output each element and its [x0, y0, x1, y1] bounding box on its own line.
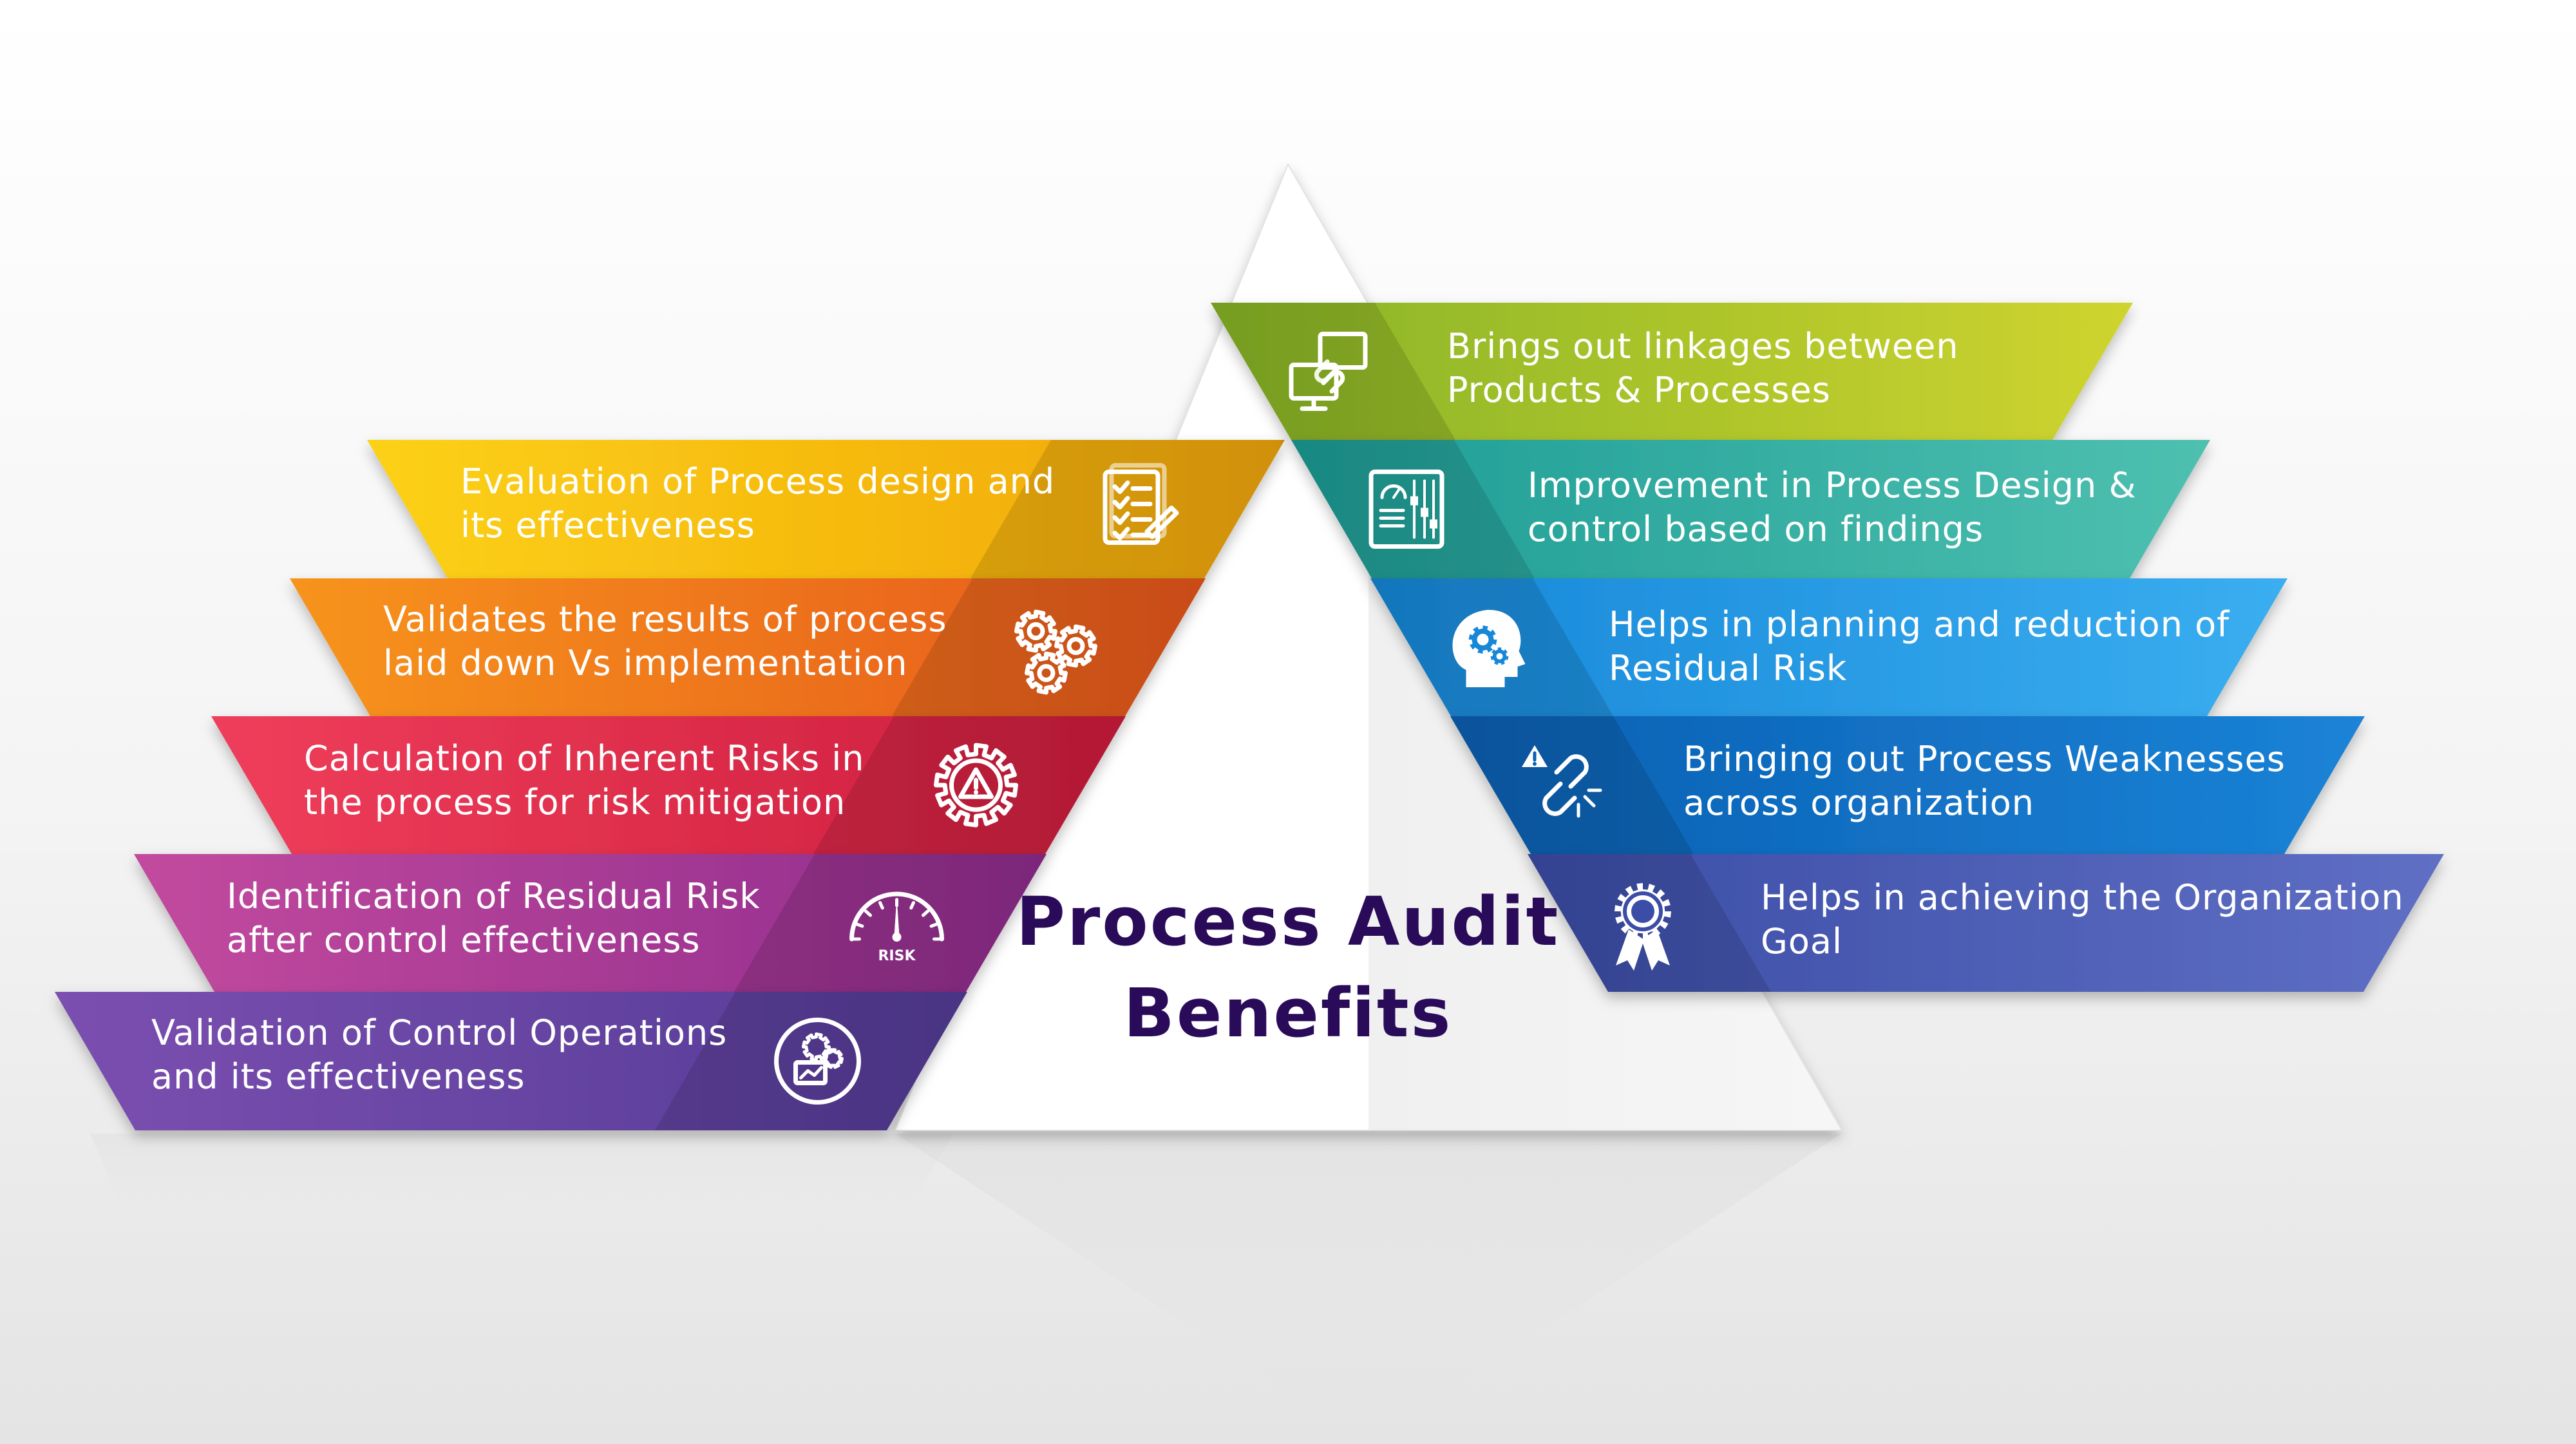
left-band-3	[211, 716, 1126, 854]
left-band-4	[134, 854, 1046, 992]
risk-gauge-icon: RISK	[849, 891, 944, 964]
left-item-1-line2: its effectiveness	[460, 505, 755, 546]
left-item-1-text: Evaluation of Process design and its eff…	[460, 460, 1055, 547]
right-item-5-line2: Goal	[1761, 921, 1842, 962]
linked-screens-icon	[1289, 332, 1368, 411]
head-gears-icon	[1452, 609, 1526, 687]
right-item-1-line1: Brings out linkages between	[1447, 326, 1959, 366]
checklist-icon	[1103, 463, 1179, 545]
left-item-4-text: Identification of Residual Risk after co…	[227, 875, 761, 962]
right-item-5-line1: Helps in achieving the Organization	[1761, 877, 2404, 918]
title-line-1: Process Audit	[1016, 882, 1560, 961]
right-item-4-line2: across organization	[1683, 783, 2035, 823]
left-band-1-shape	[367, 440, 1285, 578]
broken-chain-icon	[1522, 745, 1602, 818]
left-item-1-line1: Evaluation of Process design and	[460, 461, 1056, 502]
left-band-3-shape	[211, 716, 1126, 854]
left-item-5-text: Validation of Control Operations and its…	[151, 1011, 727, 1099]
gears-icon	[1014, 609, 1097, 695]
right-band-3-shape	[1370, 578, 2287, 716]
icons-group: RISK	[774, 332, 1671, 1105]
right-band-4-shape	[1450, 716, 2365, 854]
control-panel-icon	[1368, 470, 1444, 549]
left-item-2-line1: Validates the results of process	[383, 599, 947, 640]
left-item-2-text: Validates the results of process laid do…	[383, 598, 947, 685]
triangle-reflection	[895, 1134, 1842, 1444]
left-bands-reflection	[90, 1134, 953, 1224]
left-item-3-line1: Calculation of Inherent Risks in	[304, 738, 865, 779]
left-item-2-line2: laid down Vs implementation	[383, 643, 908, 683]
right-item-4-line1: Bringing out Process Weaknesses	[1683, 739, 2286, 779]
diagram-title: Process Audit Benefits	[966, 876, 1610, 1059]
right-item-3-text: Helps in planning and reduction of Resid…	[1609, 603, 2230, 690]
left-band-1	[367, 440, 1285, 578]
warning-gear-icon	[934, 743, 1018, 828]
risk-gauge-label: RISK	[878, 948, 916, 964]
right-band-5-shape	[1528, 854, 2444, 992]
left-band-4-icon-panel	[734, 854, 1046, 992]
left-bands-group	[55, 440, 1285, 1130]
left-item-3-text: Calculation of Inherent Risks in the pro…	[304, 737, 864, 824]
right-item-1-text: Brings out linkages between Products & P…	[1447, 325, 1959, 412]
gear-monitor-icon	[774, 1018, 861, 1105]
right-item-2-text: Improvement in Process Design & control …	[1528, 464, 2137, 551]
right-item-2-line1: Improvement in Process Design &	[1528, 465, 2137, 506]
right-item-5-text: Helps in achieving the Organization Goal	[1761, 876, 2404, 964]
left-item-3-line2: the process for risk mitigation	[304, 782, 846, 822]
right-item-3-line2: Residual Risk	[1609, 648, 1848, 689]
right-item-4-text: Bringing out Process Weaknesses across o…	[1683, 737, 2286, 825]
right-band-2-shape	[1291, 440, 2210, 578]
left-band-2-shape	[290, 578, 1206, 716]
left-item-4-line2: after control effectiveness	[227, 920, 701, 960]
award-ribbon-icon	[1615, 883, 1671, 971]
right-band-1-shape	[1211, 303, 2133, 440]
right-item-3-line1: Helps in planning and reduction of	[1609, 604, 2230, 645]
right-item-1-line2: Products & Processes	[1447, 370, 1831, 410]
left-item-5-line2: and its effectiveness	[151, 1056, 526, 1097]
left-item-4-line1: Identification of Residual Risk	[227, 876, 761, 917]
title-line-2: Benefits	[1123, 974, 1453, 1052]
left-item-5-line1: Validation of Control Operations	[151, 1012, 728, 1053]
right-item-2-line2: control based on findings	[1528, 509, 1984, 549]
left-band-1-icon-panel	[971, 440, 1285, 578]
left-band-4-shape	[134, 854, 1046, 992]
left-band-5-shape	[55, 992, 967, 1130]
left-band-5	[55, 992, 967, 1130]
